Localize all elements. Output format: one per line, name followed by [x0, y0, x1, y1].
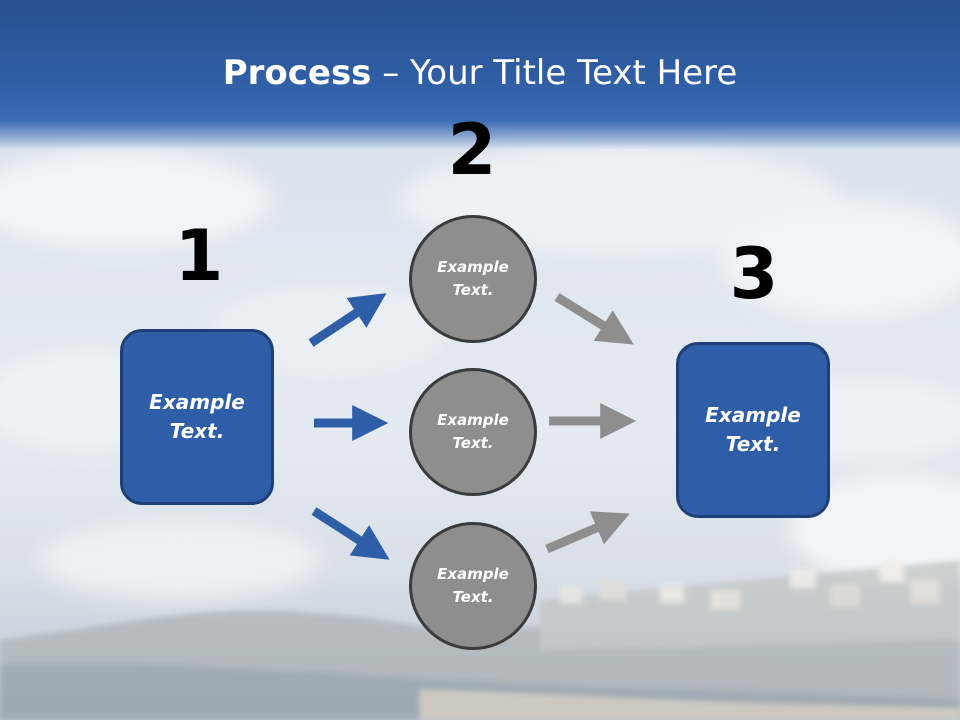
arrow-out-top	[554, 293, 634, 345]
arrow-in-top	[308, 293, 387, 347]
step-number-3: 3	[729, 233, 779, 315]
step-number-1: 1	[174, 215, 224, 297]
step-2-top-label: Example Text.	[437, 258, 509, 299]
arrow-in-bottom	[311, 507, 390, 560]
step-2-circle-top: Example Text.	[409, 215, 537, 343]
step-1-box: Example Text.	[120, 329, 274, 505]
step-2-circle-bottom: Example Text.	[409, 522, 537, 650]
title-rest: – Your Title Text Here	[371, 53, 738, 93]
slide-title: Process – Your Title Text Here	[0, 50, 960, 96]
step-2-middle-label: Example Text.	[437, 411, 509, 452]
title-bold: Process	[222, 53, 372, 93]
header-band	[0, 0, 960, 150]
coastline	[0, 560, 960, 720]
step-3-box: Example Text.	[676, 342, 830, 518]
step-number-2: 2	[447, 109, 497, 191]
arrow-out-bottom	[545, 511, 630, 554]
step-2-circle-middle: Example Text.	[409, 368, 537, 496]
step-1-label: Example Text.	[149, 390, 245, 443]
step-2-bottom-label: Example Text.	[437, 565, 509, 606]
step-3-label: Example Text.	[705, 403, 801, 456]
